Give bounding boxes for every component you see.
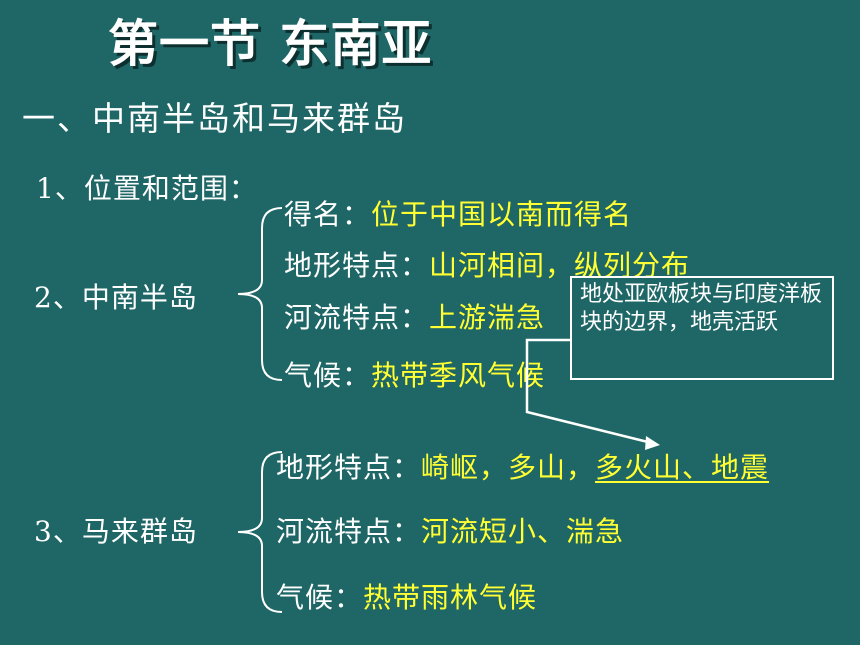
slide-title: 第一节 东南亚 (108, 15, 433, 73)
row-key: 气候： (284, 359, 372, 392)
item2-row-name: 得名：位于中国以南而得名 (284, 193, 632, 233)
item2-label: 2、中南半岛 (34, 281, 198, 314)
item3-row-climate: 气候：热带雨林气候 (276, 576, 537, 616)
row-value: 位于中国以南而得名 (371, 198, 633, 231)
item3-row-terrain: 地形特点：崎岖，多山，多火山、地震 (276, 446, 769, 486)
row-value: 热带季风气候 (371, 359, 546, 392)
row-value: 崎岖，多山， (421, 451, 596, 484)
row-key: 地形特点： (284, 249, 430, 282)
row-value: 河流短小、湍急 (421, 515, 625, 548)
row-key: 地形特点： (276, 451, 422, 484)
item2-row-river: 河流特点：上游湍急 (284, 296, 545, 336)
item2-row-climate: 气候：热带季风气候 (284, 354, 545, 394)
item3-label: 3、马来群岛 (34, 515, 198, 548)
item3-row-river: 河流特点：河流短小、湍急 (276, 510, 624, 550)
item2-brace (237, 207, 283, 381)
row-key: 河流特点： (284, 301, 430, 334)
row-key: 河流特点： (276, 515, 422, 548)
row-value: 热带雨林气候 (363, 581, 538, 614)
callout-note: 地处亚欧板块与印度洋板块的边界，地壳活跃 (570, 276, 834, 380)
row-value-underlined: 多火山、地震 (595, 451, 770, 484)
row-key: 气候： (276, 581, 364, 614)
item3-brace (237, 451, 283, 613)
item1-label: 1、位置和范围： (36, 172, 258, 205)
row-value: 上游湍急 (429, 301, 546, 334)
row-key: 得名： (284, 198, 372, 231)
section-heading: 一、中南半岛和马来群岛 (22, 99, 407, 138)
